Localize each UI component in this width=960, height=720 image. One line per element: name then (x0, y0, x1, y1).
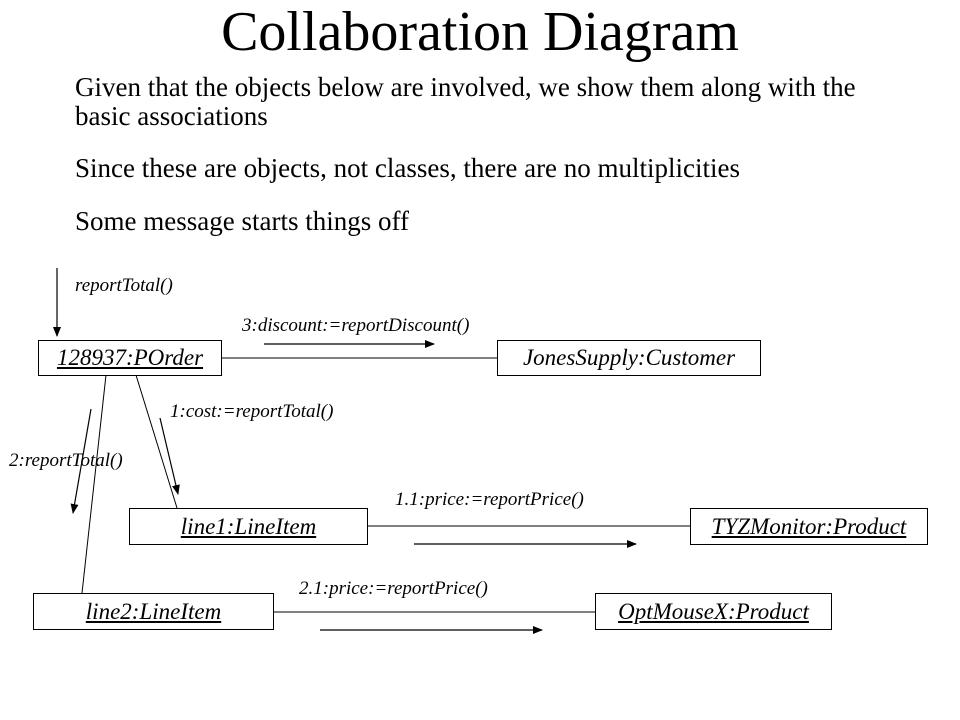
message-label-price1: 1.1:price:=reportPrice() (395, 489, 584, 510)
object-label-customer: JonesSupply:Customer (522, 345, 736, 370)
slide-title: Collaboration Diagram (221, 1, 739, 63)
arrow-cost-message (159, 417, 180, 495)
object-label-mouse: OptMouseX:Product (618, 598, 809, 624)
message-label-start: reportTotal() (75, 275, 173, 296)
bullet-text-starting-message: Some message starts things off (75, 206, 409, 236)
message-label-price2: 2.1:price:=reportPrice() (299, 578, 488, 599)
object-label-monitor: TYZMonitor:Product (711, 513, 907, 539)
object-box-line1: line1:LineItem (129, 508, 368, 545)
object-box-line2: line2:LineItem (33, 593, 274, 630)
object-box-monitor: TYZMonitor:Product (690, 508, 928, 545)
link-porder-line2 (81, 374, 107, 594)
message-label-total2: 2:reportTotal() (9, 450, 123, 471)
object-box-mouse: OptMouseX:Product (595, 593, 832, 630)
bullet-text-multiplicities: Since these are objects, not classes, th… (75, 153, 741, 183)
message-label-cost: 1:cost:=reportTotal() (170, 401, 334, 422)
object-box-porder: 128937:POrder (38, 340, 222, 376)
object-label-line1: line1:LineItem (180, 513, 317, 539)
link-porder-line1 (135, 374, 178, 509)
arrow-total2-message (70, 408, 92, 514)
object-label-line2: line2:LineItem (85, 598, 222, 624)
object-box-customer: JonesSupply:Customer (497, 340, 761, 376)
message-label-discount: 3:discount:=reportDiscount() (242, 315, 470, 336)
bullet-text-associations: Given that the objects below are involve… (75, 72, 856, 131)
object-label-porder: 128937:POrder (56, 345, 204, 370)
